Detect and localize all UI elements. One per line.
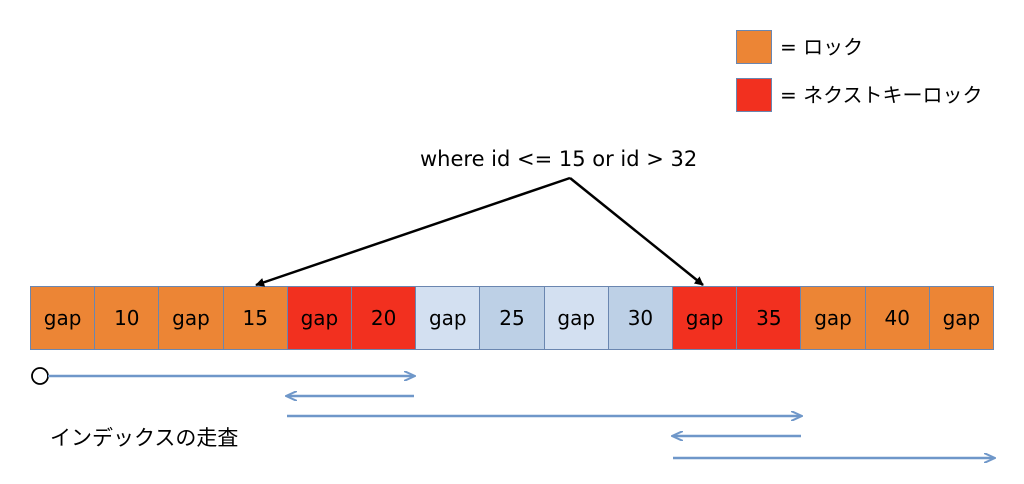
legend-swatch-next-key-lock bbox=[736, 78, 772, 112]
cell-label: gap bbox=[557, 306, 596, 330]
cell-label: gap bbox=[172, 306, 210, 330]
index-cell: gap bbox=[673, 287, 738, 349]
index-cell: 20 bbox=[352, 287, 417, 349]
index-cell: gap bbox=[929, 287, 994, 349]
scan-start-circle bbox=[31, 367, 49, 385]
index-cell: gap bbox=[159, 287, 224, 349]
cell-label: 40 bbox=[884, 306, 910, 330]
cell-label: 20 bbox=[370, 306, 397, 330]
cell-label: gap bbox=[300, 306, 339, 330]
index-cell: gap bbox=[801, 287, 866, 349]
index-cell: 40 bbox=[865, 287, 930, 349]
cell-label: gap bbox=[942, 306, 981, 330]
cell-label: 35 bbox=[756, 306, 782, 330]
cell-label: 15 bbox=[242, 306, 268, 330]
index-cell: 10 bbox=[95, 287, 160, 349]
query-arrow-to-gap-after-30 bbox=[569, 177, 704, 286]
legend-swatch-lock bbox=[736, 30, 772, 64]
legend-item-next-key-lock: = ネクストキーロック bbox=[736, 76, 983, 114]
query-text: where id <= 15 or id > 32 bbox=[420, 147, 698, 171]
legend-item-lock: = ロック bbox=[736, 28, 863, 66]
index-cell: 15 bbox=[223, 287, 288, 349]
cell-label: gap bbox=[43, 306, 82, 330]
index-cell: gap bbox=[287, 287, 353, 349]
cell-label: gap bbox=[428, 306, 467, 330]
query-arrow-to-15 bbox=[255, 176, 571, 287]
index-cell: gap bbox=[31, 287, 96, 349]
cell-label: 10 bbox=[114, 306, 140, 330]
legend-label-lock: = ロック bbox=[780, 35, 864, 59]
cell-label: 25 bbox=[499, 306, 525, 330]
legend-label-next-key-lock: = ネクストキーロック bbox=[780, 83, 983, 107]
index-cell: 25 bbox=[480, 287, 545, 349]
index-cell: 35 bbox=[737, 287, 802, 349]
cell-label: gap bbox=[685, 306, 724, 330]
scan-caption: インデックスの走査 bbox=[50, 426, 239, 450]
cell-label: gap bbox=[814, 306, 852, 330]
index-cell: gap bbox=[544, 287, 609, 349]
index-cells: gap 10 gap 15 gap 20 gap 25 gap 30 gap 3… bbox=[30, 286, 994, 350]
index-cell: 30 bbox=[608, 287, 674, 349]
index-cell: gap bbox=[416, 287, 481, 349]
cell-label: 30 bbox=[627, 306, 654, 330]
